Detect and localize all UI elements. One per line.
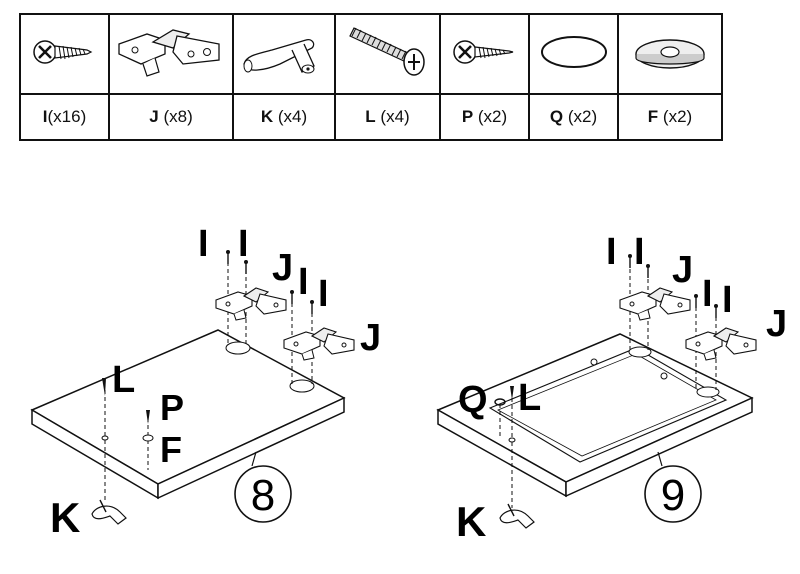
part-cell-l <box>334 13 441 95</box>
label-i: I <box>702 273 713 315</box>
part-label-j: J (x8) <box>108 93 234 141</box>
hinge-icon <box>118 28 220 77</box>
part-cell-j <box>108 13 234 95</box>
label-i: I <box>722 279 733 321</box>
label-l: L <box>112 359 135 401</box>
parts-table: I(x16) J (x8) K (x4) L (x4) P (x2) Q (x2… <box>19 13 723 141</box>
label-i: I <box>198 223 209 265</box>
part-label-f: F (x2) <box>617 93 723 141</box>
step-8: I I J I I J L P F K 8 <box>30 223 381 541</box>
step-9: I I J I I J Q L K 9 <box>436 231 787 545</box>
label-i: I <box>318 273 329 315</box>
label-k: K <box>456 498 486 545</box>
label-l: L <box>518 377 541 419</box>
label-i: I <box>238 223 249 265</box>
step-number-circle <box>234 465 292 523</box>
step-number: 8 <box>251 471 275 520</box>
part-label-i: I(x16) <box>19 93 110 141</box>
part-cell-q <box>528 13 619 95</box>
part-label-q: Q (x2) <box>528 93 619 141</box>
label-j: J <box>766 303 787 345</box>
part-label-k: K (x4) <box>232 93 336 141</box>
label-i: I <box>634 231 645 273</box>
part-cell-k <box>232 13 336 95</box>
part-cell-f <box>617 13 723 95</box>
bolt-icon <box>348 26 425 76</box>
label-k: K <box>50 494 80 541</box>
ring-icon <box>540 35 607 68</box>
screw-icon <box>32 39 92 64</box>
part-cell-i <box>19 13 110 95</box>
label-q: Q <box>458 379 488 421</box>
screw-icon <box>452 39 513 64</box>
label-j: J <box>672 249 693 291</box>
washer-icon <box>635 38 705 69</box>
label-f: F <box>160 429 182 470</box>
step-number: 9 <box>661 471 685 520</box>
label-i: I <box>298 261 309 303</box>
step-number-circle <box>644 465 702 523</box>
part-label-l: L (x4) <box>334 93 441 141</box>
part-cell-p <box>439 13 530 95</box>
label-p: P <box>160 387 184 428</box>
knob-icon <box>243 38 315 73</box>
part-label-p: P (x2) <box>439 93 530 141</box>
label-j: J <box>272 247 293 289</box>
label-j: J <box>360 317 381 359</box>
label-i: I <box>606 231 617 273</box>
